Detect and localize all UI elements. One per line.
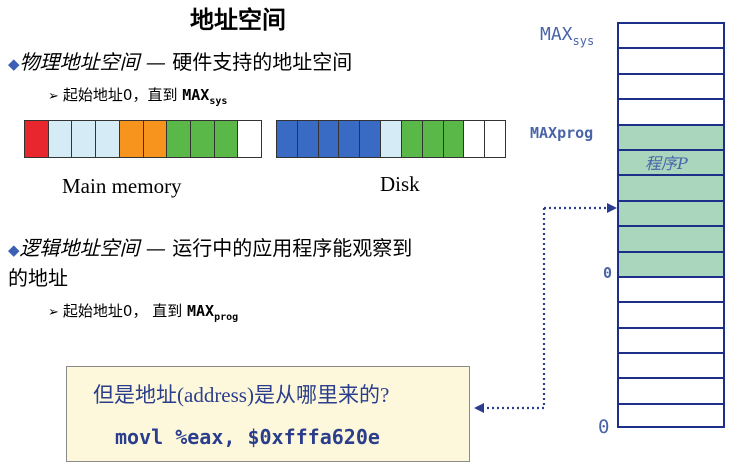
main-memory-cell	[119, 121, 144, 157]
main-memory-cell	[167, 121, 191, 157]
max-sys-label: MAXsys	[540, 24, 595, 48]
logical-subpoint: ➢起始地址0， 直到 MAXprog	[48, 300, 238, 323]
disk-cell	[297, 121, 319, 157]
disk-cell	[339, 121, 361, 157]
physical-dash: —	[139, 50, 173, 74]
physical-subpoint: ➢起始地址0，直到 MAXsys	[48, 84, 227, 107]
program-memory-cell	[617, 225, 725, 251]
arrow-head-left	[474, 403, 484, 413]
memory-cell	[617, 47, 725, 73]
main-memory-caption: Main memory	[62, 174, 182, 198]
zero-label: 0	[598, 416, 610, 438]
main-memory-cell	[96, 121, 120, 157]
disk-cell	[443, 121, 465, 157]
arrow-head-right	[607, 203, 617, 213]
physical-desc: 硬件支持的地址空间	[172, 50, 353, 74]
memory-cell	[617, 402, 725, 429]
page-title: 地址空间	[190, 6, 286, 34]
main-memory-cell	[214, 121, 239, 157]
dotted-connector	[481, 206, 610, 410]
physical-address-bullet: ◆物理地址空间 — 硬件支持的地址空间	[8, 46, 352, 75]
disk-cell	[360, 121, 382, 157]
logical-heading: 逻辑地址空间	[19, 236, 140, 260]
logical-dash: —	[139, 236, 173, 260]
max-prog-label: MAXprog	[530, 124, 594, 142]
program-memory-cell	[617, 199, 725, 226]
physical-sub-max: MAXsys	[182, 86, 228, 107]
main-memory-cell	[72, 121, 97, 157]
program-p-label: 程序P	[645, 154, 688, 173]
memory-cell	[617, 326, 725, 353]
logical-sub-max: MAXprog	[187, 302, 239, 323]
program-memory-cell	[617, 148, 725, 175]
disk-cell	[422, 121, 444, 157]
main-memory-cell	[25, 121, 49, 157]
disk-cell	[401, 121, 423, 157]
memory-cell	[617, 98, 725, 124]
main-memory-cell	[143, 121, 168, 157]
memory-cell	[617, 377, 725, 403]
memory-cell	[617, 72, 725, 99]
memory-cell	[617, 301, 725, 327]
question-text: 但是地址(address)是从哪里来的?	[93, 383, 390, 407]
code-line: movl %eax, $0xfffa620e	[115, 425, 380, 449]
zero-prog-label: 0	[603, 264, 613, 282]
program-memory-cell	[617, 174, 725, 200]
physical-sub-text: 起始地址0，直到	[62, 86, 183, 104]
diamond-bullet-icon: ◆	[8, 55, 20, 73]
logical-desc-line1: 运行中的应用程序能观察到	[172, 236, 413, 260]
main-memory-cell	[48, 121, 73, 157]
program-memory-cell	[617, 123, 725, 149]
memory-cell	[617, 352, 725, 378]
memory-stack	[617, 22, 725, 429]
diamond-bullet-icon: ◆	[8, 241, 20, 259]
arrow-bullet-icon: ➢	[48, 89, 59, 104]
logical-desc-line2: 的地址	[8, 266, 68, 290]
disk-strip	[276, 120, 506, 158]
arrow-bullet-icon: ➢	[48, 305, 59, 320]
disk-caption: Disk	[380, 172, 420, 196]
question-box: 但是地址(address)是从哪里来的? movl %eax, $0xfffa6…	[66, 366, 470, 462]
logical-sub-text: 起始地址0， 直到	[62, 302, 187, 320]
physical-heading: 物理地址空间	[19, 50, 140, 74]
disk-cell	[464, 121, 486, 157]
main-memory-cell	[238, 121, 262, 157]
disk-cell	[277, 121, 298, 157]
memory-cell	[617, 22, 725, 48]
memory-cell	[617, 275, 725, 302]
disk-cell	[485, 121, 505, 157]
program-memory-cell	[617, 250, 725, 276]
logical-address-bullet: ◆逻辑地址空间 — 运行中的应用程序能观察到	[8, 232, 412, 261]
main-memory-strip	[24, 120, 262, 158]
disk-cell	[318, 121, 340, 157]
disk-cell	[381, 121, 402, 157]
main-memory-cell	[190, 121, 215, 157]
